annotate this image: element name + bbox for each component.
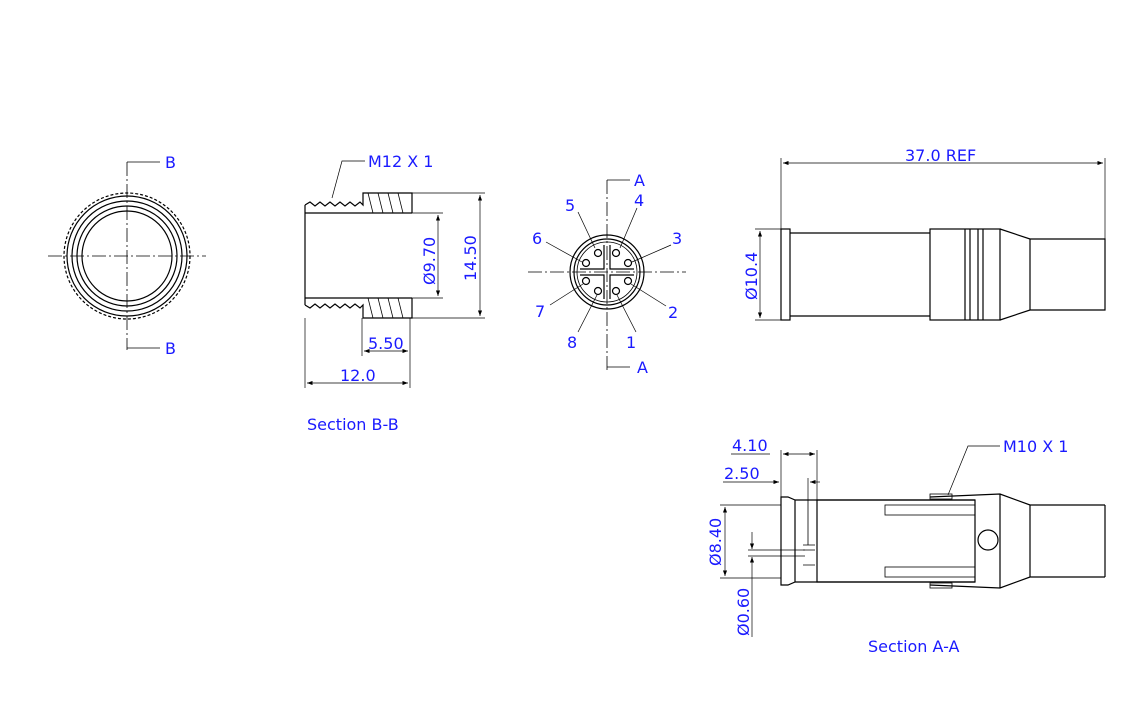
dim-a: 4.10 [732,436,768,455]
hatched-insert [816,499,976,583]
dim-b: 2.50 [724,464,760,483]
section-a-a: M10 X 1 4.10 2.50 Ø8.40 Ø0.60 Section A-… [706,436,1106,656]
section-marker-a-bottom: A [637,358,648,377]
section-marker-a-top: A [634,171,645,190]
pin-label-4: 4 [634,191,644,210]
dim-thread-length: 5.50 [368,334,404,353]
dim-length: 12.0 [340,366,376,385]
pin-label-3: 3 [672,229,682,248]
pin-label-5: 5 [565,196,575,215]
connector-face-view: A A 1 2 3 4 5 6 7 8 [528,171,686,377]
side-view: 37.0 REF Ø10.4 [742,146,1106,321]
thread-callout-m12: M12 X 1 [368,152,433,171]
dim-outer-height: 14.50 [461,235,480,281]
dim-bore-diameter: Ø9.70 [420,237,439,285]
dim-body-diameter: Ø8.40 [706,518,725,566]
pin-label-7: 7 [535,302,545,321]
pin-label-1: 1 [626,333,636,352]
pin-label-8: 8 [567,333,577,352]
dim-flange-diameter: Ø10.4 [742,252,761,300]
pin-label-6: 6 [532,229,542,248]
front-view: B B [48,153,206,358]
dim-pin-diameter: Ø0.60 [734,588,753,636]
dim-overall-length: 37.0 REF [905,146,976,165]
pin-label-2: 2 [668,303,678,322]
thread-callout-m10: M10 X 1 [1003,437,1068,456]
section-a-a-title: Section A-A [868,637,960,656]
section-marker-b-bottom: B [165,339,176,358]
section-b-b-title: Section B-B [307,415,399,434]
section-marker-b-top: B [165,153,176,172]
section-b-b: M12 X 1 14.50 Ø9.70 5.50 12.0 Section B-… [304,152,485,434]
